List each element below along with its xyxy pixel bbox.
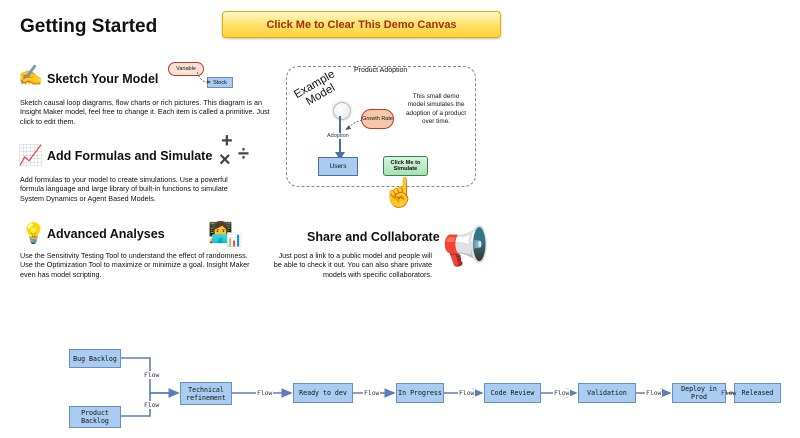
technical-refinement-node[interactable]: Technical refinement	[180, 382, 232, 405]
sketch-title: Sketch Your Model	[47, 72, 159, 86]
demo-frame-label: Product Adoption	[352, 67, 410, 74]
users-stock[interactable]: Users	[318, 157, 358, 176]
share-title: Share and Collaborate	[307, 230, 440, 244]
formulas-title: Add Formulas and Simulate	[47, 149, 213, 163]
flow-label[interactable]: Flow	[721, 389, 737, 397]
adoption-flow-label[interactable]: Adoption	[327, 133, 349, 139]
writing-hand-icon: ✍️	[18, 65, 43, 87]
flow-label[interactable]: Flow	[256, 389, 274, 397]
product-backlog-node[interactable]: Product Backlog	[69, 406, 121, 428]
multiply-icon: ×	[219, 149, 231, 171]
flow-label[interactable]: Flow	[553, 389, 571, 397]
light-bulb-icon: 💡	[21, 223, 46, 245]
loudspeaker-icon: 📢	[442, 226, 490, 268]
in-progress-node[interactable]: In Progress	[396, 383, 444, 403]
analyses-description: Use the Sensitivity Testing Tool to unde…	[20, 251, 250, 279]
ready-to-dev-node[interactable]: Ready to dev	[293, 383, 353, 403]
pointing-up-hand-icon: ☝️	[382, 177, 417, 208]
validation-node[interactable]: Validation	[578, 383, 636, 403]
variable-primitive[interactable]: Variable	[168, 62, 204, 76]
link-arrow	[196, 71, 211, 84]
deploy-in-prod-node[interactable]: Deploy in Prod	[672, 383, 726, 403]
bar-chart-icon: 📊	[226, 232, 243, 247]
formulas-description: Add formulas to your model to create sim…	[20, 175, 228, 203]
share-description: Just post a link to a public model and p…	[273, 251, 432, 279]
demo-model-frame[interactable]	[286, 66, 476, 187]
person-laptop-icon: 👩‍💻	[208, 222, 233, 244]
page-title: Getting Started	[20, 16, 158, 37]
code-review-node[interactable]: Code Review	[484, 383, 541, 403]
cloud-icon	[333, 102, 351, 120]
bug-backlog-node[interactable]: Bug Backlog	[69, 349, 121, 368]
released-node[interactable]: Released	[734, 383, 781, 403]
analyses-title: Advanced Analyses	[47, 227, 165, 241]
demo-description: This small demo model simulates the adop…	[405, 93, 467, 125]
flow-label[interactable]: Flow	[143, 371, 161, 379]
plus-icon: +	[221, 130, 233, 152]
simulate-button[interactable]: Click Me to Simulate	[383, 156, 428, 176]
divide-icon: ÷	[238, 143, 249, 165]
flow-label[interactable]: Flow	[143, 401, 161, 409]
chart-increasing-icon: 📈	[18, 145, 43, 167]
sketch-description: Sketch causal loop diagrams, flow charts…	[20, 98, 270, 126]
flow-label[interactable]: Flow	[645, 389, 663, 397]
clear-canvas-button[interactable]: Click Me to Clear This Demo Canvas	[222, 11, 501, 38]
growth-rate-variable[interactable]: Growth Rate	[361, 109, 394, 129]
flow-label[interactable]: Flow	[458, 389, 476, 397]
flow-label[interactable]: Flow	[363, 389, 381, 397]
growth-rate-link	[345, 119, 363, 130]
